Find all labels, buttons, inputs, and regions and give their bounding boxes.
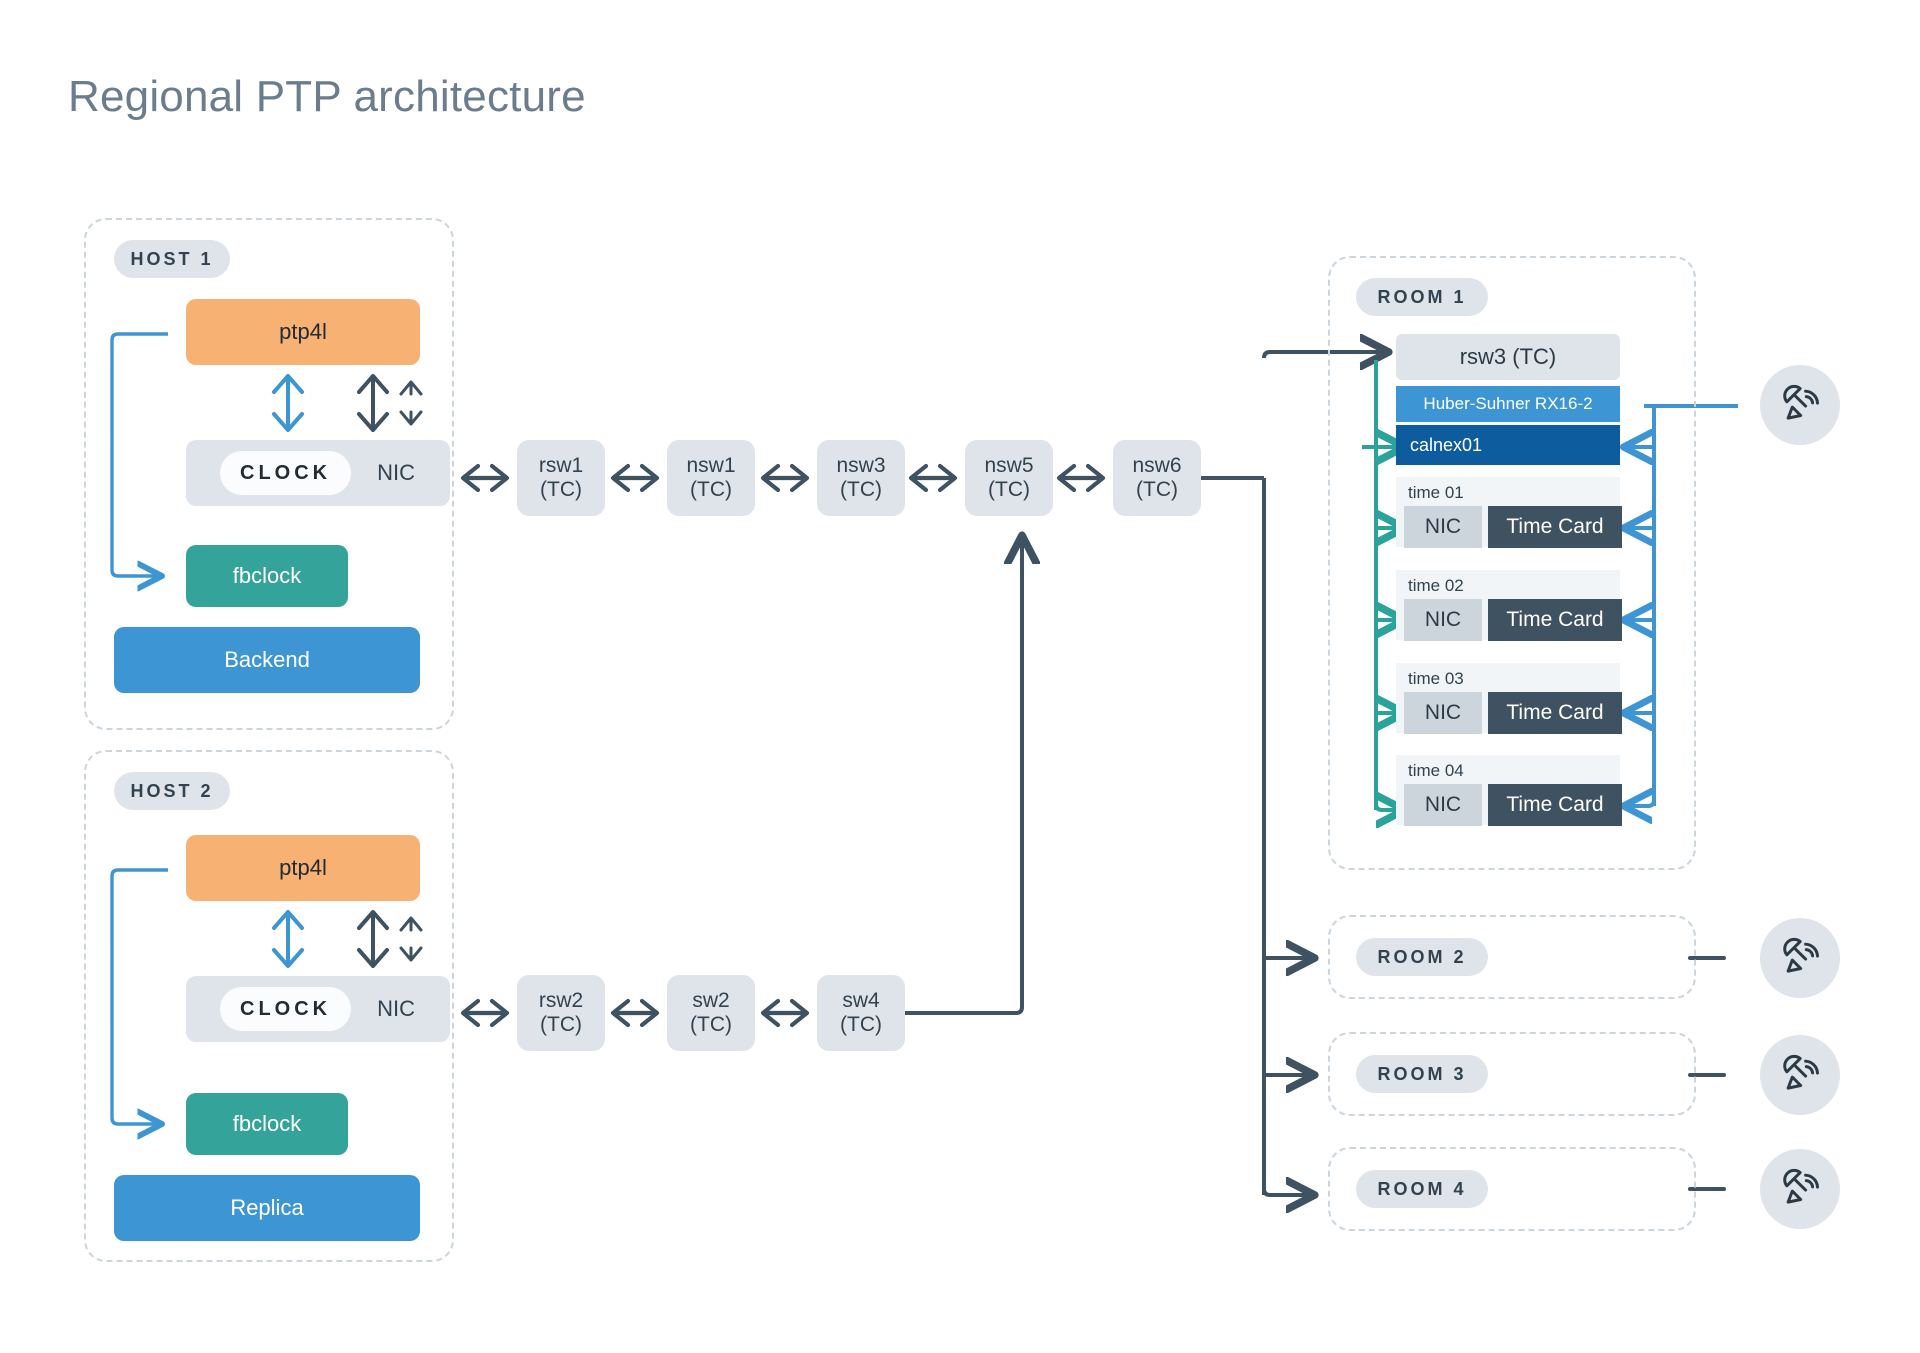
host-1-fbclock-box[interactable]: fbclock — [186, 545, 348, 607]
gnss-antenna-room-1[interactable] — [1760, 365, 1840, 445]
switch-rsw1-name: rsw1 — [538, 453, 584, 477]
room-1-timeserver-1-label: time 01 — [1408, 483, 1464, 502]
switch-sw2-kind: (TC) — [690, 1013, 732, 1036]
switch-nsw5-kind: (TC) — [988, 478, 1030, 501]
host-2-nic-label: NIC — [377, 996, 415, 1021]
gnss-antenna-room-3[interactable] — [1760, 1035, 1840, 1115]
host-1-nic-strip: CLOCK NIC — [186, 440, 450, 506]
room-1-timeserver-1-card[interactable]: Time Card — [1488, 506, 1622, 548]
switch-rsw1[interactable]: rsw1 (TC) — [517, 440, 605, 516]
host-2-nic-strip: CLOCK NIC — [186, 976, 450, 1042]
host-2-ptp4l-box[interactable]: ptp4l — [186, 835, 420, 901]
switch-rsw2[interactable]: rsw2 (TC) — [517, 975, 605, 1051]
switch-nsw1[interactable]: nsw1 (TC) — [667, 440, 755, 516]
host-1-badge: HOST 1 — [114, 240, 230, 278]
room-1-timeserver-2-label: time 02 — [1408, 576, 1464, 595]
room-4-panel — [1328, 1147, 1696, 1231]
host-2-panel — [84, 750, 454, 1262]
switch-sw4-kind: (TC) — [840, 1013, 882, 1036]
room-2-panel — [1328, 915, 1696, 999]
host-2-fbclock-box[interactable]: fbclock — [186, 1093, 348, 1155]
room-1-rsw3-box[interactable]: rsw3 (TC) — [1396, 334, 1620, 380]
room-1-timeserver-4-nic[interactable]: NIC — [1404, 784, 1482, 826]
room-1-splitter-box[interactable]: Huber-Suhner RX16-2 — [1396, 386, 1620, 422]
gnss-antenna-room-4[interactable] — [1760, 1149, 1840, 1229]
room-1-panel — [1328, 256, 1696, 870]
room-1-timeserver-4-label: time 04 — [1408, 761, 1464, 780]
switch-nsw6-kind: (TC) — [1136, 478, 1178, 501]
room-4-badge: ROOM 4 — [1356, 1170, 1488, 1208]
host-1-nic-label: NIC — [377, 460, 415, 485]
switch-nsw1-name: nsw1 — [686, 453, 736, 477]
switch-nsw6-name: nsw6 — [1132, 453, 1182, 477]
room-1-timeserver-1-nic[interactable]: NIC — [1404, 506, 1482, 548]
switch-sw2[interactable]: sw2 (TC) — [667, 975, 755, 1051]
room-1-timeserver-4-card[interactable]: Time Card — [1488, 784, 1622, 826]
switch-sw4-name: sw4 — [842, 988, 880, 1012]
switch-rsw1-kind: (TC) — [540, 478, 582, 501]
room-1-timeserver-2-nic[interactable]: NIC — [1404, 599, 1482, 641]
switch-rsw2-kind: (TC) — [540, 1013, 582, 1036]
room-1-calnex-box[interactable]: calnex01 — [1396, 425, 1620, 465]
room-1-badge: ROOM 1 — [1356, 278, 1488, 316]
host-1-backend-box[interactable]: Backend — [114, 627, 420, 693]
host-1-clock-pill: CLOCK — [220, 451, 352, 495]
page-title: Regional PTP architecture — [68, 72, 586, 121]
satellite-dish-icon — [1783, 384, 1819, 420]
gnss-antenna-room-2[interactable] — [1760, 918, 1840, 998]
room-2-badge: ROOM 2 — [1356, 938, 1488, 976]
room-1-timeserver-3-nic[interactable]: NIC — [1404, 692, 1482, 734]
switch-nsw3-kind: (TC) — [840, 478, 882, 501]
switch-nsw1-kind: (TC) — [690, 478, 732, 501]
room-3-panel — [1328, 1032, 1696, 1116]
switch-nsw3[interactable]: nsw3 (TC) — [817, 440, 905, 516]
switch-nsw5[interactable]: nsw5 (TC) — [965, 440, 1053, 516]
satellite-dish-icon — [1783, 1168, 1819, 1204]
host-1-ptp4l-box[interactable]: ptp4l — [186, 299, 420, 365]
switch-sw2-name: sw2 — [692, 988, 730, 1012]
host-2-badge: HOST 2 — [114, 772, 230, 810]
host-2-replica-box[interactable]: Replica — [114, 1175, 420, 1241]
switch-nsw5-name: nsw5 — [984, 453, 1034, 477]
room-3-badge: ROOM 3 — [1356, 1055, 1488, 1093]
switch-nsw6[interactable]: nsw6 (TC) — [1113, 440, 1201, 516]
room-1-timeserver-3-label: time 03 — [1408, 669, 1464, 688]
room-1-timeserver-2-card[interactable]: Time Card — [1488, 599, 1622, 641]
satellite-dish-icon — [1783, 937, 1819, 973]
host-1-panel — [84, 218, 454, 730]
switch-nsw3-name: nsw3 — [836, 453, 886, 477]
satellite-dish-icon — [1783, 1054, 1819, 1090]
switch-rsw2-name: rsw2 — [538, 988, 584, 1012]
room-1-timeserver-3-card[interactable]: Time Card — [1488, 692, 1622, 734]
host-2-clock-pill: CLOCK — [220, 987, 352, 1031]
switch-sw4[interactable]: sw4 (TC) — [817, 975, 905, 1051]
